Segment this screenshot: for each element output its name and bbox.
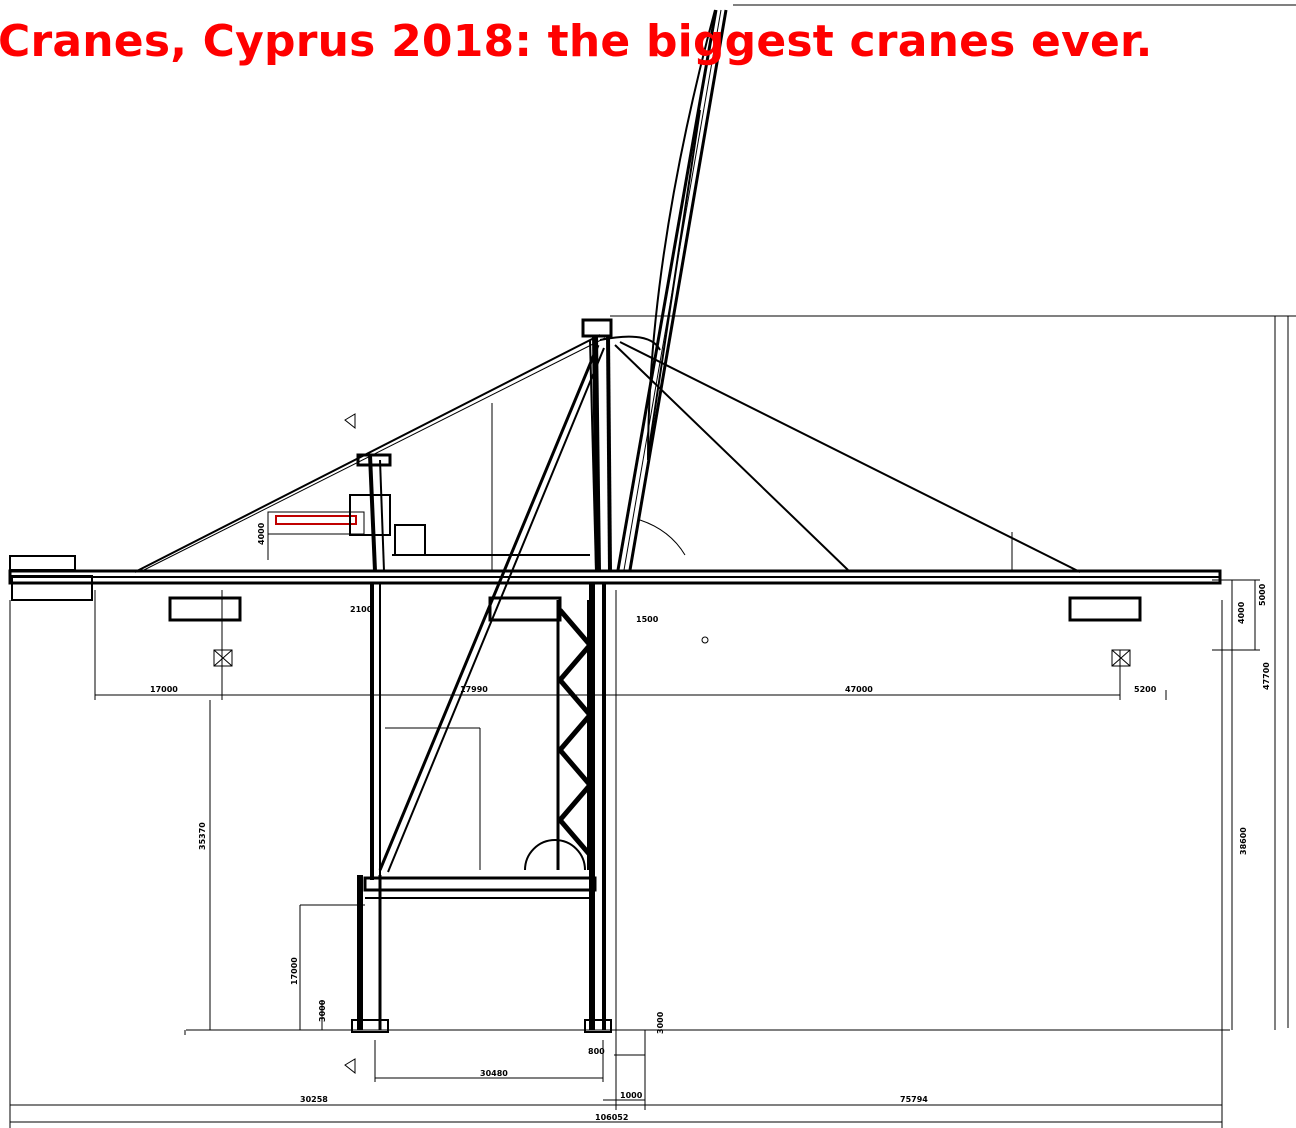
dim-cabin-height: 4000 — [257, 522, 266, 545]
dim-boom-offset-b: 5000 — [1258, 583, 1267, 606]
dim-leg-gap: 800 — [588, 1047, 605, 1056]
dim-outreach: 47000 — [845, 685, 873, 694]
dim-left-height: 35370 — [198, 822, 207, 850]
dim-base-right: 3000 — [656, 1011, 665, 1034]
dim-total-left: 30258 — [300, 1095, 328, 1104]
dim-beam-detail: 1500 — [636, 615, 659, 624]
page-title: Cranes, Cyprus 2018: the biggest cranes … — [0, 16, 1153, 67]
dim-right-height: 38600 — [1239, 827, 1248, 855]
dim-beam-lower: 2100 — [350, 605, 373, 614]
dim-trolley-span: 17990 — [460, 685, 488, 694]
dim-sill-height: 17000 — [290, 957, 299, 985]
dim-gauge: 30480 — [480, 1069, 508, 1078]
dim-tip: 5200 — [1134, 685, 1157, 694]
dim-boom-offset-a: 4000 — [1237, 601, 1246, 624]
dim-gap-right: 1000 — [620, 1091, 643, 1100]
dim-base-left: 3000 — [318, 999, 327, 1022]
dim-top-height: 47700 — [1262, 662, 1271, 690]
dim-backreach: 17000 — [150, 685, 178, 694]
dim-total: 106052 — [595, 1113, 628, 1122]
dim-total-right: 75794 — [900, 1095, 928, 1104]
